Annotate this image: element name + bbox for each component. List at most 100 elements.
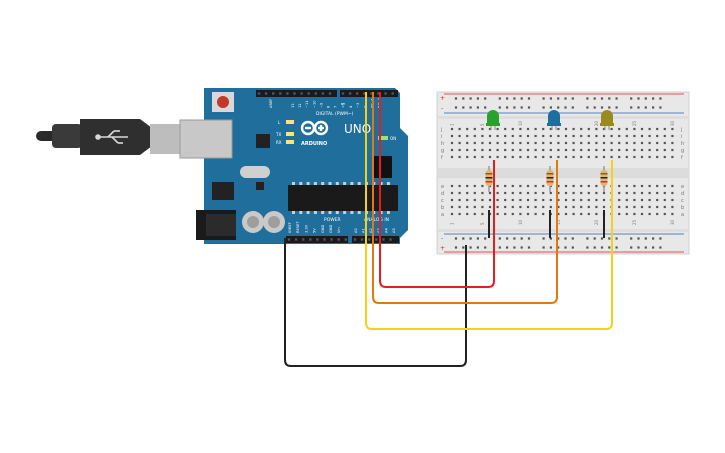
row-letter: g [681, 148, 684, 154]
row-letter: a [441, 212, 444, 218]
regulator [212, 182, 234, 200]
rail-plus-top: + [440, 95, 445, 102]
power-pin-label: 3.3V [304, 224, 308, 233]
microcontroller-chip [288, 185, 398, 211]
digital-pin-label: ~11 [305, 100, 309, 108]
analog-pin-label: A2 [369, 228, 373, 233]
digital-pin-label: ~10 [312, 100, 316, 108]
icsp-header [372, 156, 392, 178]
power-header-label: POWER [324, 217, 341, 223]
board-brand-label: ARDUINO [301, 141, 327, 147]
blue-led[interactable] [547, 110, 561, 130]
usb-chip [256, 134, 270, 148]
digital-header-left [256, 90, 337, 97]
row-letter: f [441, 155, 443, 161]
row-letter: j [440, 127, 442, 133]
analog-pin-label: A5 [392, 228, 396, 233]
digital-header-right [340, 90, 398, 97]
digital-pin-label: 7 [334, 106, 338, 108]
column-number: 30 [670, 219, 675, 225]
analog-pin-label: A0 [354, 228, 358, 233]
digital-pin-label: ~5 [342, 103, 346, 108]
row-letter: b [681, 205, 684, 211]
rail-minus-bottom: - [441, 235, 443, 242]
orange-wire[interactable] [372, 92, 558, 304]
rx-label: RX [276, 140, 282, 145]
row-letter: h [681, 141, 684, 147]
black-wire[interactable] [284, 238, 467, 367]
row-letter: e [441, 184, 444, 190]
aref-label: AREF [269, 99, 273, 108]
led-l [286, 120, 294, 124]
row-letter: c [441, 198, 444, 204]
power-pin-label: GND [329, 225, 333, 233]
usb-cable [36, 119, 182, 155]
board-model-label: UNO [344, 122, 371, 136]
column-number: 5 [480, 222, 485, 225]
resistors [485, 166, 608, 192]
row-letter: d [681, 191, 684, 197]
led-on [378, 136, 388, 140]
column-number: 25 [632, 120, 637, 126]
resistor-1[interactable] [485, 166, 493, 192]
resistor-2[interactable] [546, 166, 554, 192]
digital-pin-label: 4 [349, 105, 353, 108]
column-number: 1 [450, 222, 455, 225]
column-number: 30 [670, 120, 675, 126]
yellow-wire[interactable] [365, 92, 613, 330]
row-letter: d [441, 191, 444, 197]
power-pin-label: IOREF [288, 222, 292, 233]
column-number: 15 [556, 219, 561, 225]
digital-pin-label: 13 [291, 103, 295, 108]
column-number: 10 [518, 219, 523, 225]
column-number: 20 [594, 120, 599, 126]
column-number: 1 [450, 123, 455, 126]
l-label: L [278, 120, 281, 125]
column-number: 5 [480, 123, 485, 126]
power-pin-label: 5V [313, 228, 317, 233]
row-letter: g [441, 148, 444, 154]
column-number: 20 [594, 219, 599, 225]
row-letter: i [441, 134, 442, 140]
row-letter: b [441, 205, 444, 211]
row-letter: a [681, 212, 684, 218]
tx-label: TX [275, 132, 281, 137]
power-pin-label: Vin [337, 227, 341, 233]
analog-pin-label: A4 [384, 228, 388, 233]
wires [284, 92, 613, 367]
led-rx [286, 140, 294, 144]
row-letter: h [441, 141, 444, 147]
digital-header-label: DIGITAL (PWM~) [316, 111, 354, 117]
digital-pin-label: ~3 [356, 103, 360, 108]
usb-port [179, 119, 233, 159]
analog-pin-label: A1 [362, 228, 366, 233]
row-letter: e [681, 184, 684, 190]
digital-pin-label: 12 [298, 103, 302, 108]
analog-header-label: ANALOG IN [364, 217, 389, 223]
digital-pin-label: 8 [327, 105, 331, 108]
row-letter: j [680, 127, 682, 133]
usb-icon [95, 130, 128, 144]
power-pin-label: GND [321, 225, 325, 233]
arduino-logo [300, 120, 329, 136]
resistor-3[interactable] [600, 166, 608, 192]
green-led[interactable] [486, 110, 500, 130]
column-number: 25 [632, 219, 637, 225]
digital-pin-label: ~6 [341, 102, 345, 108]
yellow-led[interactable] [600, 110, 614, 130]
power-pin-label: RESET [296, 221, 300, 233]
column-number: 10 [518, 120, 523, 126]
analog-pin-label: A3 [377, 228, 381, 233]
leds [486, 110, 614, 130]
crystal [240, 166, 270, 178]
row-letter: c [681, 198, 684, 204]
row-letter: i [681, 134, 682, 140]
rail-plus-bottom: + [440, 245, 445, 252]
digital-pin-label: ~9 [319, 102, 323, 108]
led-tx [286, 132, 294, 136]
red-wire[interactable] [379, 92, 495, 288]
on-label: ON [390, 136, 396, 141]
row-letter: f [681, 155, 683, 161]
